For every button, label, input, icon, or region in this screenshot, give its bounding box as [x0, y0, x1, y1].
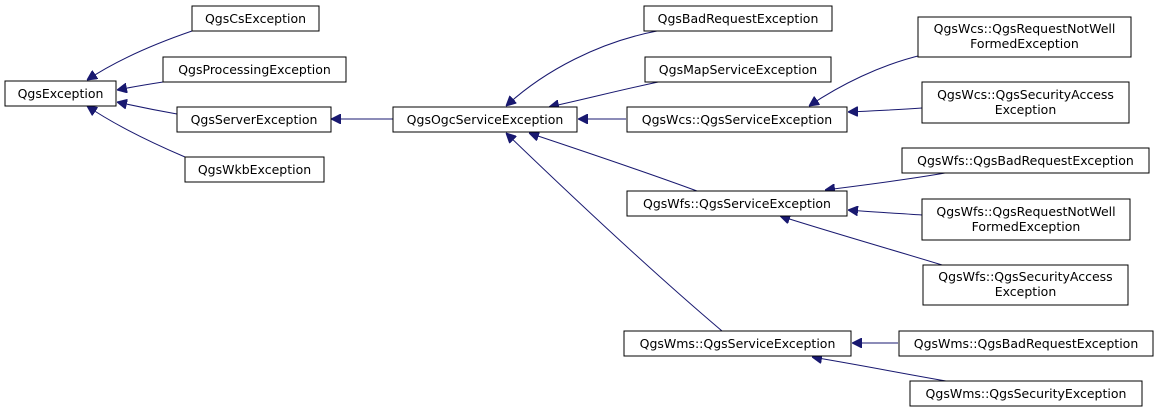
node-label-line1: QgsWcs::QgsSecurityAccess: [937, 87, 1114, 102]
node-wfs-security-access[interactable]: QgsWfs::QgsSecurityAccess Exception: [922, 264, 1129, 306]
node-label: QgsException: [18, 86, 104, 101]
node-wms-service-exception[interactable]: QgsWms::QgsServiceException: [623, 330, 852, 357]
edge-wcs-not-well-to-wcs: [809, 54, 923, 106]
edge-server-to-qgs-exception: [117, 102, 178, 115]
node-label: QgsProcessingException: [178, 62, 331, 77]
node-label: QgsMapServiceException: [659, 62, 817, 77]
edge-wfs-service-to-ogc: [529, 133, 698, 192]
node-label-line1: QgsWfs::QgsRequestNotWell: [936, 204, 1115, 219]
edge-wcs-security-to-wcs: [848, 108, 923, 112]
node-label-line2: Exception: [995, 284, 1057, 299]
node-qgs-processing-exception[interactable]: QgsProcessingException: [162, 56, 347, 83]
node-wcs-security-access[interactable]: QgsWcs::QgsSecurityAccess Exception: [921, 81, 1130, 124]
node-wfs-bad-request[interactable]: QgsWfs::QgsBadRequestException: [901, 147, 1150, 174]
node-qgs-cs-exception[interactable]: QgsCsException: [191, 5, 320, 32]
node-label-line2: FormedException: [972, 219, 1081, 234]
node-wcs-request-not-well-formed[interactable]: QgsWcs::QgsRequestNotWell FormedExceptio…: [917, 16, 1132, 58]
node-label: QgsOgcServiceException: [407, 112, 564, 127]
edge-wfs-bad-request-to-wfs: [825, 172, 946, 190]
node-label-line1: QgsWfs::QgsSecurityAccess: [938, 269, 1112, 284]
node-label-line2: FormedException: [970, 36, 1079, 51]
node-qgs-bad-request-exception[interactable]: QgsBadRequestException: [643, 5, 833, 32]
node-label: QgsWfs::QgsBadRequestException: [917, 153, 1134, 168]
node-label: QgsWkbException: [198, 162, 311, 177]
node-qgs-exception[interactable]: QgsException: [4, 80, 117, 107]
edge-bad-request-to-ogc: [506, 30, 658, 106]
edge-map-service-to-ogc: [549, 80, 664, 107]
node-qgs-ogc-service-exception[interactable]: QgsOgcServiceException: [392, 106, 578, 133]
node-wms-security-exception[interactable]: QgsWms::QgsSecurityException: [909, 380, 1143, 407]
node-qgs-wkb-exception[interactable]: QgsWkbException: [184, 156, 325, 183]
node-label-line1: QgsWcs::QgsRequestNotWell: [934, 21, 1116, 36]
node-wcs-service-exception[interactable]: QgsWcs::QgsServiceException: [626, 106, 848, 133]
node-label-line2: Exception: [995, 102, 1057, 117]
node-label: QgsServerException: [191, 112, 318, 127]
node-wfs-request-not-well-formed[interactable]: QgsWfs::QgsRequestNotWell FormedExceptio…: [921, 198, 1131, 241]
node-label: QgsWms::QgsBadRequestException: [914, 336, 1139, 351]
node-label: QgsWcs::QgsServiceException: [642, 112, 832, 127]
node-label: QgsWms::QgsSecurityException: [926, 386, 1127, 401]
node-label: QgsCsException: [205, 11, 306, 26]
edges: [87, 30, 953, 382]
edge-cs-to-qgs-exception: [87, 30, 193, 80]
edge-wfs-security-to-wfs: [780, 216, 953, 269]
node-label: QgsBadRequestException: [658, 11, 819, 26]
edge-wkb-to-qgs-exception: [87, 106, 186, 158]
edge-wms-service-to-ogc: [506, 133, 723, 332]
node-wfs-service-exception[interactable]: QgsWfs::QgsServiceException: [626, 190, 848, 217]
node-wms-bad-request[interactable]: QgsWms::QgsBadRequestException: [898, 330, 1154, 357]
node-label: QgsWms::QgsServiceException: [640, 336, 836, 351]
edge-processing-to-qgs-exception: [117, 81, 164, 90]
node-label: QgsWfs::QgsServiceException: [643, 196, 831, 211]
edge-wfs-not-well-to-wfs: [848, 210, 923, 215]
node-qgs-server-exception[interactable]: QgsServerException: [176, 106, 332, 133]
edge-wms-security-to-wms: [812, 357, 947, 382]
node-qgs-map-service-exception[interactable]: QgsMapServiceException: [644, 56, 832, 83]
